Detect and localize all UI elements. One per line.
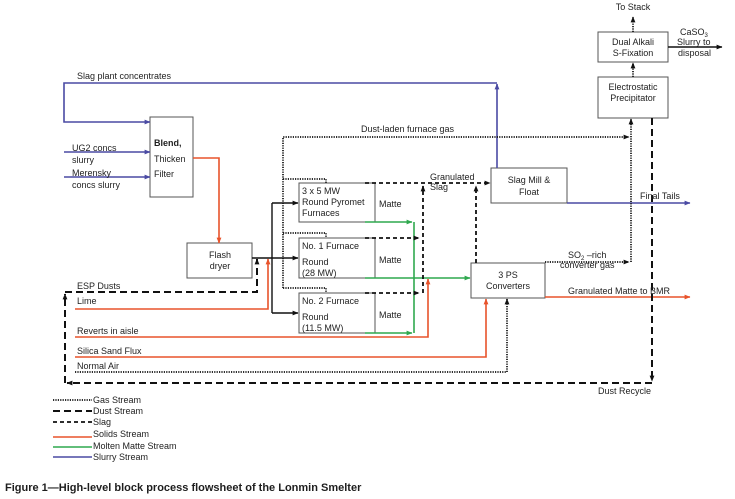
esp-dusts-line	[65, 258, 260, 293]
unit-box	[298, 182, 376, 223]
unit-label: Round Pyromet	[302, 197, 365, 207]
unit-label: Filter	[154, 169, 174, 179]
unit-slag-mill-float: Slag Mill & Float	[490, 167, 568, 204]
dust-laden-gas-line	[282, 134, 630, 288]
label-caso3-disposal: disposal	[678, 48, 711, 58]
label-caso3: CaSO3	[680, 27, 709, 39]
unit-ps-converters: 3 PS Converters	[470, 262, 546, 299]
matte-label: Matte	[379, 310, 402, 320]
label-so2-rich: SO2 –rich	[568, 250, 606, 262]
label-silica-sand-flux: Silica Sand Flux	[77, 346, 142, 356]
silica-sand-flux-line	[75, 298, 489, 358]
label-merensky: Merensky	[72, 168, 112, 178]
normal-air-line	[75, 298, 510, 373]
label-caso3-slurry: Slurry to	[677, 37, 711, 47]
unit-label: Float	[519, 187, 540, 197]
label-granulated-matte: Granulated Matte to BMR	[568, 286, 671, 296]
reverts-line	[75, 278, 431, 338]
unit-label: Thicken	[154, 154, 186, 164]
label-dust-laden-gas: Dust-laden furnace gas	[361, 124, 455, 134]
matte-label: Matte	[379, 255, 402, 265]
unit-box	[149, 116, 194, 198]
unit-label: S-Fixation	[613, 48, 654, 58]
so2-prefix: SO	[568, 250, 581, 260]
so2-subscript: 2	[581, 256, 585, 262]
unit-blend-thicken-filter: Blend, Thicken Filter	[149, 116, 194, 198]
legend-label: Molten Matte Stream	[93, 441, 177, 451]
gas-offtake-no2	[283, 287, 327, 293]
unit-label: Converters	[486, 281, 531, 291]
label-to-stack: To Stack	[616, 2, 651, 12]
unit-box	[298, 292, 376, 334]
legend: Gas Stream Dust Stream Slag Solids Strea…	[53, 395, 177, 462]
label-granulated-slag: Slag	[430, 182, 448, 192]
unit-label: No. 1 Furnace	[302, 241, 359, 251]
label-slag-plant-concentrates: Slag plant concentrates	[77, 71, 172, 81]
unit-label: Blend,	[154, 138, 182, 148]
label-converter-gas: converter gas	[560, 260, 615, 270]
unit-label: No. 2 Furnace	[302, 296, 359, 306]
caso3-subscript: 3	[705, 33, 709, 39]
unit-no1-furnace: No. 1 Furnace Round (28 MW) Matte	[298, 237, 402, 279]
label-granulated-slag: Granulated	[430, 172, 475, 182]
slag-plant-concentrates-line	[63, 82, 497, 125]
label-lime: Lime	[77, 296, 97, 306]
unit-label: Slag Mill &	[508, 175, 551, 185]
unit-box	[597, 76, 669, 119]
label-ug2: UG2 concs	[72, 143, 117, 153]
unit-box	[597, 31, 669, 63]
unit-box	[490, 167, 568, 204]
figure-caption: Figure 1—High-level block process flowsh…	[5, 482, 362, 494]
unit-label: 3 PS	[498, 270, 518, 280]
unit-label: Precipitator	[610, 93, 656, 103]
unit-label: Flash	[209, 250, 231, 260]
legend-label: Solids Stream	[93, 429, 149, 439]
unit-label: Electrostatic	[608, 82, 658, 92]
unit-label: (11.5 MW)	[302, 323, 343, 333]
legend-label: Slag	[93, 417, 111, 427]
so2-suffix: –rich	[584, 250, 606, 260]
caso3-prefix: CaSO	[680, 27, 705, 37]
label-dust-recycle: Dust Recycle	[598, 386, 651, 396]
legend-label: Slurry Stream	[93, 452, 148, 462]
unit-label: Furnaces	[302, 208, 340, 218]
gas-offtake-no1	[283, 232, 327, 238]
blend-to-flash-dryer-line	[193, 157, 222, 244]
unit-box	[298, 237, 376, 279]
unit-dual-alkali: Dual Alkali S-Fixation	[597, 31, 669, 63]
unit-flash-dryer: Flash dryer	[186, 242, 253, 279]
label-reverts: Reverts in aisle	[77, 326, 139, 336]
unit-label: dryer	[210, 261, 231, 271]
unit-box	[470, 262, 546, 299]
legend-label: Dust Stream	[93, 406, 143, 416]
unit-label: (28 MW)	[302, 268, 337, 278]
unit-box	[186, 242, 253, 279]
label-merensky: concs slurry	[72, 180, 121, 190]
unit-label: Dual Alkali	[612, 37, 654, 47]
label-esp-dusts: ESP Dusts	[77, 281, 121, 291]
lime-line	[75, 258, 271, 310]
matte-label: Matte	[379, 199, 402, 209]
unit-label: Round	[302, 312, 329, 322]
unit-label: Round	[302, 257, 329, 267]
label-normal-air: Normal Air	[77, 361, 119, 371]
gas-offtake-pyromet	[283, 178, 327, 183]
label-ug2: slurry	[72, 155, 94, 165]
unit-label: 3 x 5 MW	[302, 186, 341, 196]
label-final-tails: Final Tails	[640, 191, 680, 201]
legend-label: Gas Stream	[93, 395, 141, 405]
unit-pyromet-furnaces: 3 x 5 MW Round Pyromet Furnaces Matte	[298, 182, 402, 223]
unit-no2-furnace: No. 2 Furnace Round (11.5 MW) Matte	[298, 292, 402, 334]
unit-electrostatic-precipitator: Electrostatic Precipitator	[597, 76, 669, 119]
